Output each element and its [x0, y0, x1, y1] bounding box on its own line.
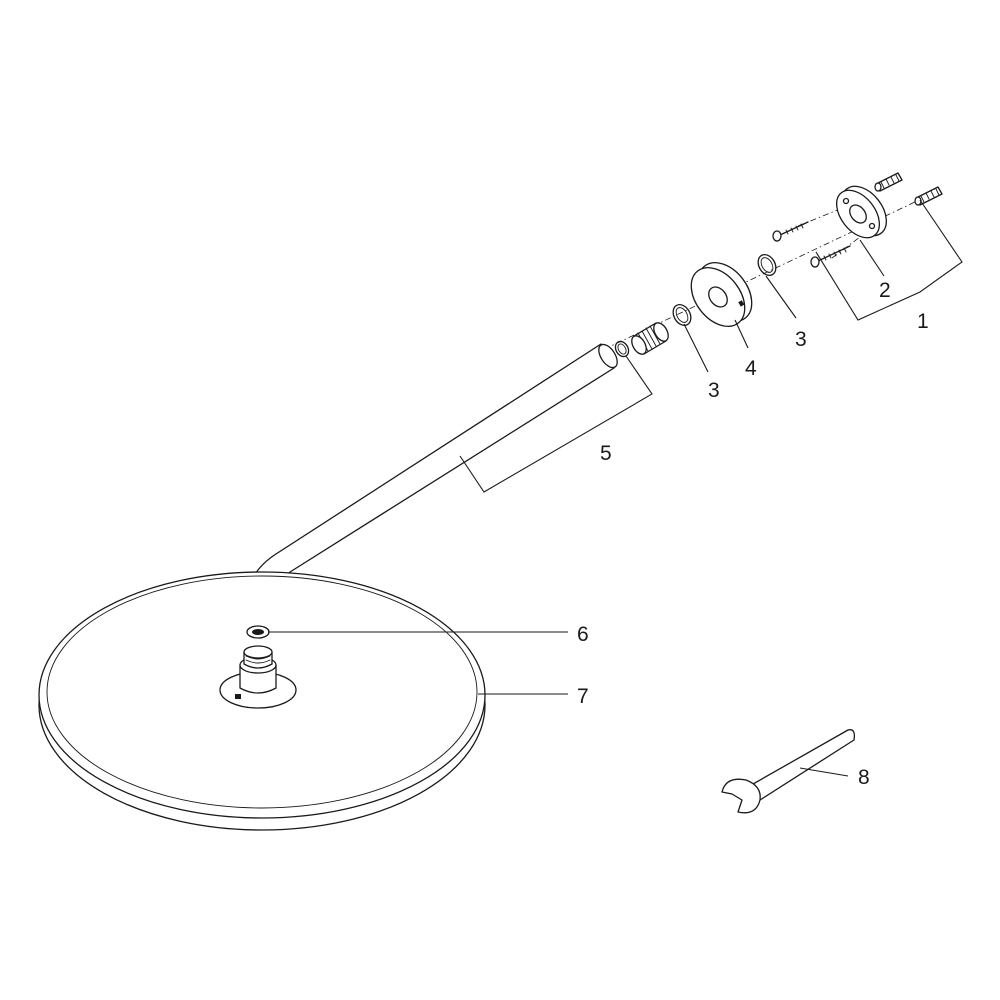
leader-lines [268, 199, 963, 777]
callout-8: 8 [858, 766, 870, 789]
wall-flange-rosette [690, 262, 753, 327]
callout-2: 2 [879, 279, 891, 302]
callout-1: 1 [917, 310, 929, 333]
callout-7: 7 [577, 685, 589, 708]
shower-arm [245, 343, 618, 605]
wall-mounting-plate [836, 185, 887, 239]
o-ring-right [757, 254, 777, 276]
assembly-axis [257, 191, 937, 632]
arm-seal-ring [614, 340, 630, 358]
callout-3-left: 3 [708, 379, 720, 402]
spanner-wrench [721, 729, 856, 814]
wall-anchor-lower [914, 186, 943, 206]
screw-upper [772, 221, 809, 242]
wall-anchor-upper [874, 172, 903, 192]
callout-3-right: 3 [795, 328, 807, 351]
threaded-nipple [631, 322, 669, 355]
callout-6: 6 [577, 623, 589, 646]
callout-4: 4 [745, 357, 757, 380]
callout-5: 5 [600, 442, 612, 465]
strainer-washer [246, 625, 270, 639]
o-ring-left [672, 304, 692, 326]
screw-lower [810, 245, 851, 268]
callout-labels: 1 2 3 3 4 5 6 7 8 [577, 279, 929, 789]
shower-head-connector [219, 645, 297, 709]
